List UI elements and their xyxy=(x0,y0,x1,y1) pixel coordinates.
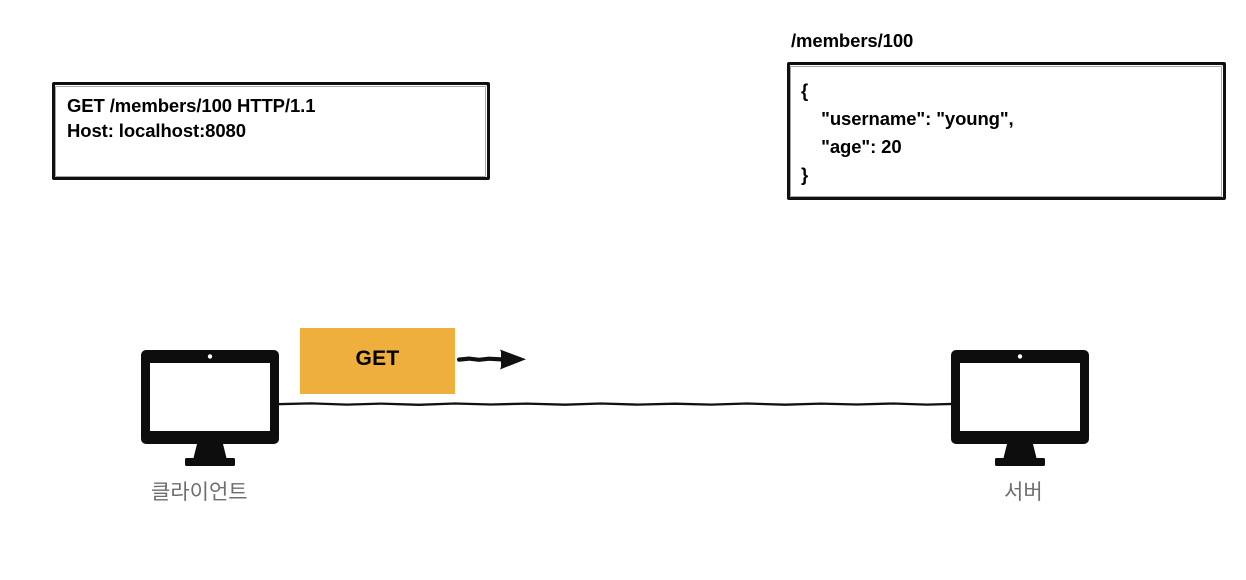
server-label: 서버 xyxy=(1004,480,1043,504)
resource-path-label: /members/100 xyxy=(791,30,914,51)
client-desktop-monitor-icon xyxy=(141,350,279,470)
http-method-badge-get: GET xyxy=(300,328,455,394)
http-request-text: GET /members/100 HTTP/1.1 Host: localhos… xyxy=(67,95,316,141)
http-method-label: GET xyxy=(355,346,400,370)
client-label: 클라이언트 xyxy=(151,480,248,504)
connection-line xyxy=(277,402,957,406)
http-response-box: { "username": "young", "age": 20 } xyxy=(787,62,1226,200)
http-response-json-text: { "username": "young", "age": 20 } xyxy=(801,80,1014,185)
server-desktop-monitor-icon xyxy=(951,350,1089,470)
http-request-box: GET /members/100 HTTP/1.1 Host: localhos… xyxy=(52,82,490,180)
right-arrow-icon xyxy=(455,343,535,375)
